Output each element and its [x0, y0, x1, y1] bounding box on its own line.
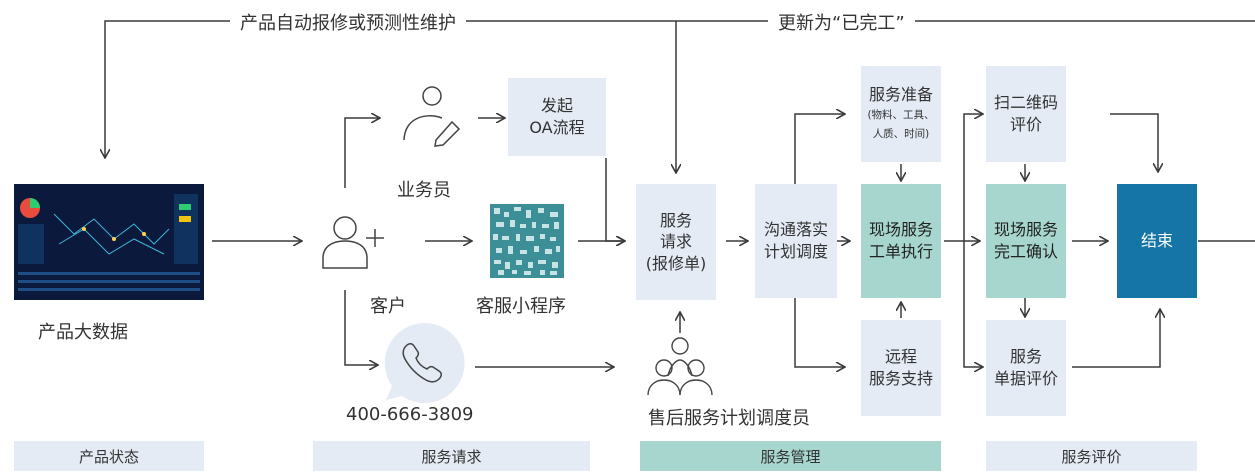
end-box: 结束	[1117, 184, 1197, 298]
scan-qr-eval-box: 扫二维码 评价	[986, 66, 1066, 162]
category-product-status: 产品状态	[14, 441, 204, 471]
service-request-line-1: 服务	[659, 210, 692, 230]
feedback-label-left: 产品自动报修或预测性维护	[230, 9, 466, 35]
service-request-line-3: (报修单)	[645, 253, 707, 273]
communicate-to-prep-arrow	[794, 114, 845, 184]
customer-label: 客户	[370, 296, 406, 317]
salesperson-icon	[403, 86, 461, 147]
oa-line-2: OA流程	[529, 118, 585, 137]
eval-branch-to-scan-arrow	[963, 114, 983, 241]
category-service-evaluation: 服务评价	[986, 441, 1197, 471]
category-service-management: 服务管理	[640, 441, 941, 471]
feedback-line-left	[105, 20, 1255, 158]
oa-process-box: 发起 OA流程	[508, 78, 606, 156]
service-prep-detail-2: 人质、时间)	[872, 127, 930, 140]
product-dashboard-image	[14, 184, 204, 300]
phone-number-label: 400-666-3809	[346, 404, 474, 425]
phone-icon	[384, 322, 465, 403]
service-prep-detail-1: (物料、工具、	[867, 108, 935, 121]
remote-line-2: 服务支持	[868, 369, 933, 388]
doc-eval-line-1: 服务	[1009, 347, 1042, 367]
onsite-exec-line-2: 工单执行	[868, 242, 933, 261]
mini-program-label: 客服小程序	[476, 296, 566, 317]
communicate-line-2: 计划调度	[763, 242, 828, 261]
scan-to-end-arrow	[1110, 113, 1158, 172]
end-label: 结束	[1140, 231, 1173, 251]
communicate-line-1: 沟通落实	[763, 220, 828, 240]
onsite-confirm-line-1: 现场服务	[993, 220, 1058, 240]
communicate-to-remote-arrow	[794, 298, 845, 367]
docs-to-end-arrow	[1072, 309, 1160, 368]
eval-branch-to-docs-arrow	[963, 241, 983, 367]
onsite-exec-box: 现场服务 工单执行	[861, 184, 941, 298]
communicate-schedule-box: 沟通落实 计划调度	[755, 184, 837, 298]
scan-eval-line-1: 扫二维码	[993, 93, 1058, 113]
onsite-confirm-line-2: 完工确认	[993, 242, 1058, 261]
category-service-request: 服务请求	[313, 441, 590, 471]
onsite-confirm-box: 现场服务 完工确认	[986, 184, 1066, 298]
dispatcher-label: 售后服务计划调度员	[648, 408, 810, 429]
oa-line-1: 发起	[540, 96, 573, 116]
feedback-label-right: 更新为“已完工”	[768, 9, 915, 35]
doc-eval-line-2: 单据评价	[993, 369, 1058, 388]
service-request-line-2: 请求	[659, 232, 692, 252]
qr-code-image	[490, 204, 564, 278]
service-prep-title: 服务准备	[868, 85, 933, 105]
onsite-exec-line-1: 现场服务	[868, 220, 933, 240]
oa-to-request-arrow	[605, 158, 625, 241]
scan-eval-line-2: 评价	[1009, 115, 1042, 134]
product-bigdata-label: 产品大数据	[38, 322, 128, 343]
customer-to-phone-arrow	[344, 290, 378, 365]
service-request-box: 服务 请求 (报修单)	[636, 184, 716, 300]
salesperson-label: 业务员	[397, 180, 451, 201]
dispatcher-group-icon	[647, 337, 713, 396]
customer-icon	[322, 216, 384, 269]
doc-eval-box: 服务 单据评价	[986, 320, 1066, 416]
customer-to-salesperson-arrow	[344, 118, 380, 188]
service-prep-box: 服务准备 (物料、工具、 人质、时间)	[861, 66, 941, 162]
remote-support-box: 远程 服务支持	[861, 320, 941, 416]
remote-line-1: 远程	[884, 347, 917, 367]
